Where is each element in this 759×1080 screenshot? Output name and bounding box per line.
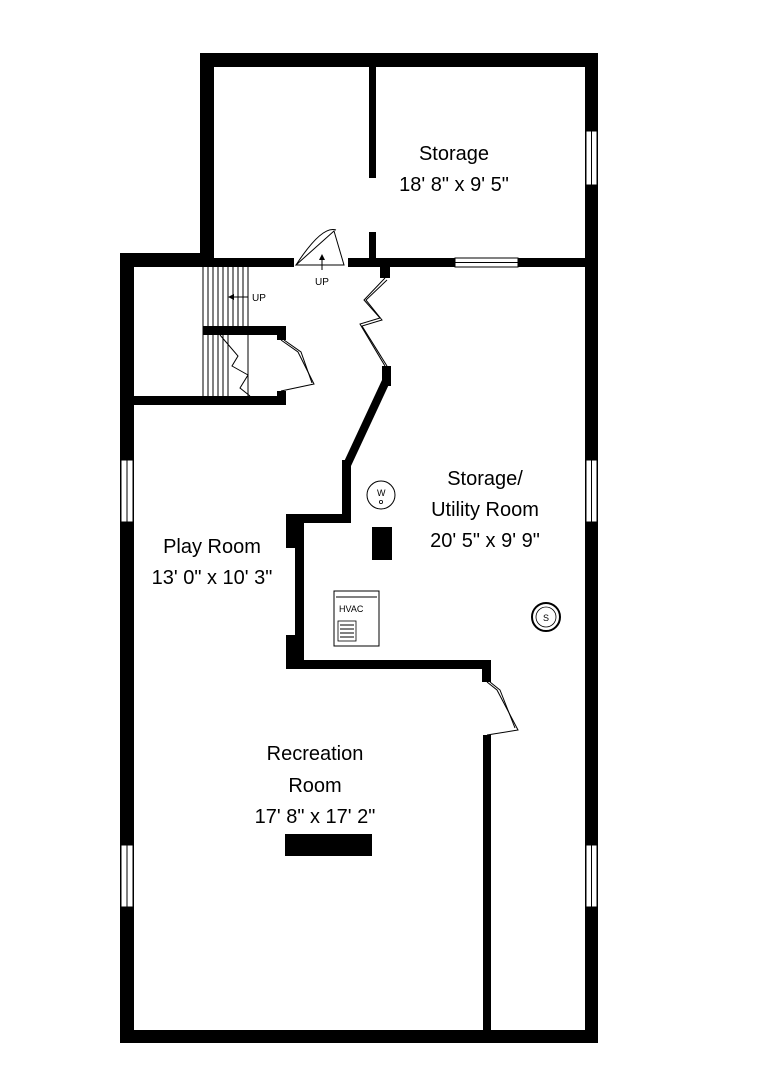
storage-room-name: Storage: [419, 143, 489, 165]
recreation-room-name-line1: Recreation: [267, 743, 364, 765]
play-room-dimensions: 13' 0" x 10' 3": [152, 567, 273, 589]
play-room-name: Play Room: [163, 536, 261, 558]
utility-room-dimensions: 20' 5" x 9' 9": [430, 530, 540, 552]
utility-room-name-line1: Storage/: [447, 468, 523, 490]
recreation-room-dimensions: 17' 8" x 17' 2": [255, 806, 376, 828]
door-stair-closet: [280, 339, 315, 392]
svg-text:HVAC: HVAC: [339, 604, 364, 614]
windows: [120, 130, 598, 908]
interior-walls: [130, 60, 588, 1035]
room-labels: Storage 18' 8" x 9' 5" Storage/ Utility …: [152, 143, 540, 828]
doors: [280, 228, 519, 736]
door-up-label: UP: [315, 277, 329, 288]
recreation-room-name-line2: Room: [288, 775, 341, 797]
door-storage: [294, 228, 345, 266]
utility-room-name-line2: Utility Room: [431, 499, 539, 521]
door-recreation: [486, 681, 519, 736]
fixtures: W HVAC S: [333, 480, 561, 647]
water-heater-icon: W: [366, 480, 396, 510]
svg-text:S: S: [543, 613, 549, 623]
utility-block: [372, 527, 392, 560]
hvac-unit-icon: HVAC: [333, 590, 380, 647]
exterior-walls: [120, 53, 598, 1043]
svg-text:W: W: [377, 488, 386, 498]
door-bifold: [359, 277, 388, 367]
stair-up-label: UP: [252, 293, 266, 304]
fireplace: [285, 834, 372, 856]
storage-room-dimensions: 18' 8" x 9' 5": [399, 174, 509, 196]
stairs: UP UP: [202, 254, 329, 400]
sump-pump-icon: S: [531, 602, 561, 632]
